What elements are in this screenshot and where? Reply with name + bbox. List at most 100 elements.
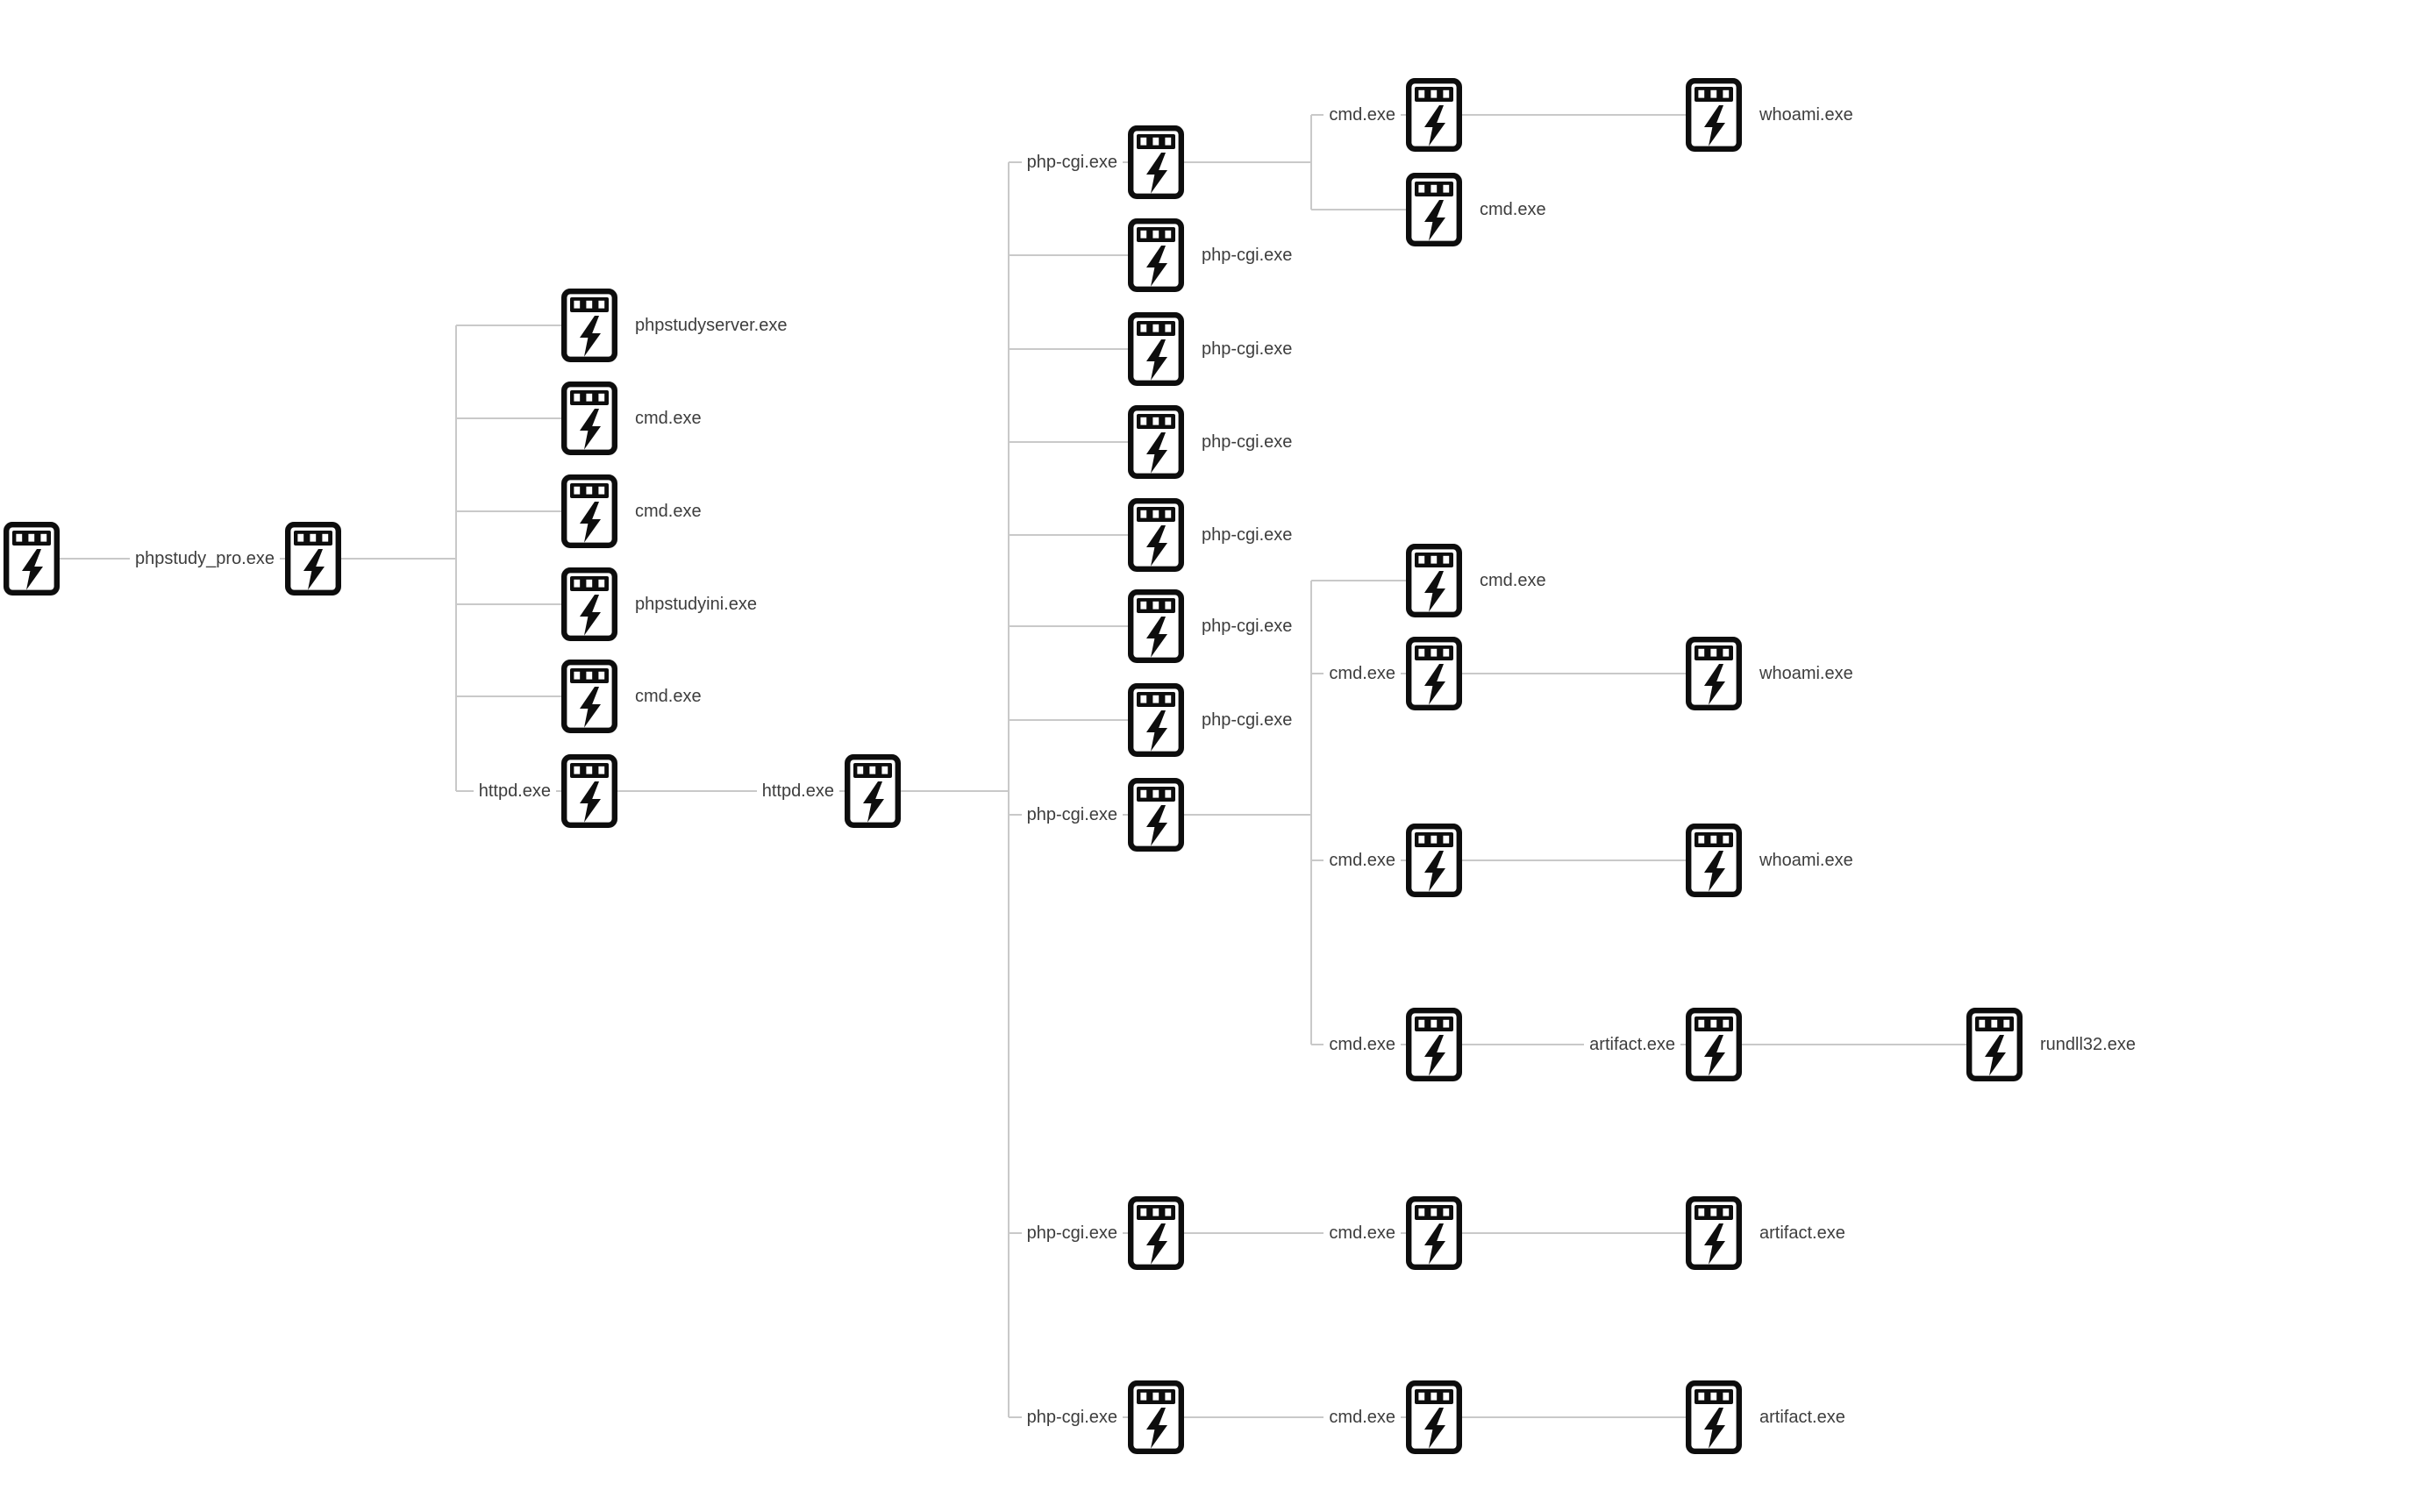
process-label[interactable]: php-cgi.exe bbox=[1196, 708, 1298, 732]
connector-line bbox=[341, 558, 456, 560]
process-node-php-cgi.exe[interactable] bbox=[1128, 589, 1184, 663]
connector-line bbox=[1184, 1232, 1406, 1234]
process-label[interactable]: cmd.exe bbox=[1324, 1405, 1401, 1430]
process-label[interactable]: cmd.exe bbox=[630, 499, 707, 524]
process-node-php-cgi.exe[interactable] bbox=[1128, 778, 1184, 852]
process-executable-icon bbox=[1686, 78, 1742, 152]
process-label[interactable]: cmd.exe bbox=[1474, 568, 1552, 593]
process-label[interactable]: phpstudy_pro.exe bbox=[129, 546, 280, 571]
process-label[interactable]: php-cgi.exe bbox=[1196, 243, 1298, 267]
process-label[interactable]: php-cgi.exe bbox=[1196, 614, 1298, 638]
process-label[interactable]: cmd.exe bbox=[1474, 197, 1552, 222]
connector-line bbox=[1184, 161, 1311, 163]
connector-line bbox=[1462, 1232, 1686, 1234]
process-node-phpstudyini.exe[interactable] bbox=[561, 567, 617, 641]
process-label[interactable]: whoami.exe bbox=[1754, 661, 1859, 686]
process-node-php-cgi.exe[interactable] bbox=[1128, 125, 1184, 199]
process-node-httpd.exe[interactable] bbox=[561, 754, 617, 828]
process-label[interactable]: rundll32.exe bbox=[2035, 1032, 2141, 1057]
process-node-cmd.exe[interactable] bbox=[561, 474, 617, 548]
process-node-artifact.exe[interactable] bbox=[1686, 1196, 1742, 1270]
process-label[interactable]: php-cgi.exe bbox=[1021, 1405, 1123, 1430]
process-label[interactable]: artifact.exe bbox=[1754, 1221, 1851, 1245]
process-executable-icon bbox=[285, 522, 341, 596]
process-node-php-cgi.exe[interactable] bbox=[1128, 312, 1184, 386]
process-executable-icon bbox=[1128, 405, 1184, 479]
process-label[interactable]: cmd.exe bbox=[630, 406, 707, 431]
process-node-whoami.exe[interactable] bbox=[1686, 824, 1742, 897]
process-label[interactable]: cmd.exe bbox=[1324, 661, 1401, 686]
process-node-whoami.exe[interactable] bbox=[1686, 637, 1742, 710]
process-node-cmd.exe[interactable] bbox=[1406, 544, 1462, 617]
process-executable-icon bbox=[561, 660, 617, 733]
process-node-rundll32.exe[interactable] bbox=[1966, 1008, 2023, 1081]
process-label[interactable]: cmd.exe bbox=[630, 684, 707, 709]
connector-line bbox=[1462, 114, 1686, 116]
process-executable-icon bbox=[561, 382, 617, 455]
process-node-cmd.exe[interactable] bbox=[1406, 1008, 1462, 1081]
connector-line bbox=[1184, 814, 1311, 816]
connector-line bbox=[455, 325, 457, 791]
process-node-php-cgi.exe[interactable] bbox=[1128, 1196, 1184, 1270]
process-executable-icon bbox=[1966, 1008, 2023, 1081]
process-executable-icon bbox=[1406, 1008, 1462, 1081]
process-label[interactable]: php-cgi.exe bbox=[1021, 802, 1123, 827]
connector-line bbox=[456, 510, 561, 512]
connector-line bbox=[1742, 1044, 1966, 1045]
process-node-cmd.exe[interactable] bbox=[1406, 1380, 1462, 1454]
process-node-artifact.exe[interactable] bbox=[1686, 1008, 1742, 1081]
process-label[interactable]: php-cgi.exe bbox=[1196, 337, 1298, 361]
process-executable-icon bbox=[1128, 218, 1184, 292]
process-node-php-cgi.exe[interactable] bbox=[1128, 498, 1184, 572]
connector-line bbox=[1009, 719, 1128, 721]
process-label[interactable]: phpstudyini.exe bbox=[630, 592, 762, 617]
process-node-root[interactable] bbox=[4, 522, 60, 596]
process-executable-icon bbox=[1128, 1196, 1184, 1270]
process-node-phpstudy_pro.exe[interactable] bbox=[285, 522, 341, 596]
process-label[interactable]: php-cgi.exe bbox=[1196, 523, 1298, 547]
process-node-php-cgi.exe[interactable] bbox=[1128, 218, 1184, 292]
process-executable-icon bbox=[1406, 173, 1462, 246]
process-executable-icon bbox=[1686, 824, 1742, 897]
process-node-php-cgi.exe[interactable] bbox=[1128, 683, 1184, 757]
process-label[interactable]: php-cgi.exe bbox=[1021, 150, 1123, 175]
process-label[interactable]: cmd.exe bbox=[1324, 1221, 1401, 1245]
process-node-httpd.exe[interactable] bbox=[845, 754, 901, 828]
process-label[interactable]: whoami.exe bbox=[1754, 103, 1859, 127]
process-executable-icon bbox=[1406, 544, 1462, 617]
process-node-cmd.exe[interactable] bbox=[1406, 824, 1462, 897]
process-label[interactable]: cmd.exe bbox=[1324, 103, 1401, 127]
connector-line bbox=[617, 790, 845, 792]
process-executable-icon bbox=[1128, 498, 1184, 572]
process-node-cmd.exe[interactable] bbox=[1406, 78, 1462, 152]
process-label[interactable]: httpd.exe bbox=[756, 779, 839, 803]
process-label[interactable]: artifact.exe bbox=[1584, 1032, 1680, 1057]
process-node-artifact.exe[interactable] bbox=[1686, 1380, 1742, 1454]
connector-line bbox=[1462, 1044, 1686, 1045]
process-label[interactable]: php-cgi.exe bbox=[1196, 430, 1298, 454]
process-node-cmd.exe[interactable] bbox=[1406, 173, 1462, 246]
process-executable-icon bbox=[1128, 589, 1184, 663]
process-label[interactable]: artifact.exe bbox=[1754, 1405, 1851, 1430]
process-executable-icon bbox=[561, 289, 617, 362]
process-node-php-cgi.exe[interactable] bbox=[1128, 405, 1184, 479]
process-node-cmd.exe[interactable] bbox=[561, 660, 617, 733]
process-label[interactable]: cmd.exe bbox=[1324, 1032, 1401, 1057]
process-executable-icon bbox=[561, 474, 617, 548]
connector-line bbox=[1184, 1416, 1406, 1418]
process-node-cmd.exe[interactable] bbox=[1406, 637, 1462, 710]
process-node-cmd.exe[interactable] bbox=[561, 382, 617, 455]
process-node-phpstudyserver.exe[interactable] bbox=[561, 289, 617, 362]
process-node-whoami.exe[interactable] bbox=[1686, 78, 1742, 152]
process-executable-icon bbox=[1406, 824, 1462, 897]
process-label[interactable]: php-cgi.exe bbox=[1021, 1221, 1123, 1245]
process-label[interactable]: phpstudyserver.exe bbox=[630, 313, 793, 338]
process-label[interactable]: whoami.exe bbox=[1754, 848, 1859, 873]
process-label[interactable]: httpd.exe bbox=[473, 779, 556, 803]
process-label[interactable]: cmd.exe bbox=[1324, 848, 1401, 873]
process-node-cmd.exe[interactable] bbox=[1406, 1196, 1462, 1270]
connector-line bbox=[1009, 625, 1128, 627]
process-node-php-cgi.exe[interactable] bbox=[1128, 1380, 1184, 1454]
process-executable-icon bbox=[1128, 1380, 1184, 1454]
